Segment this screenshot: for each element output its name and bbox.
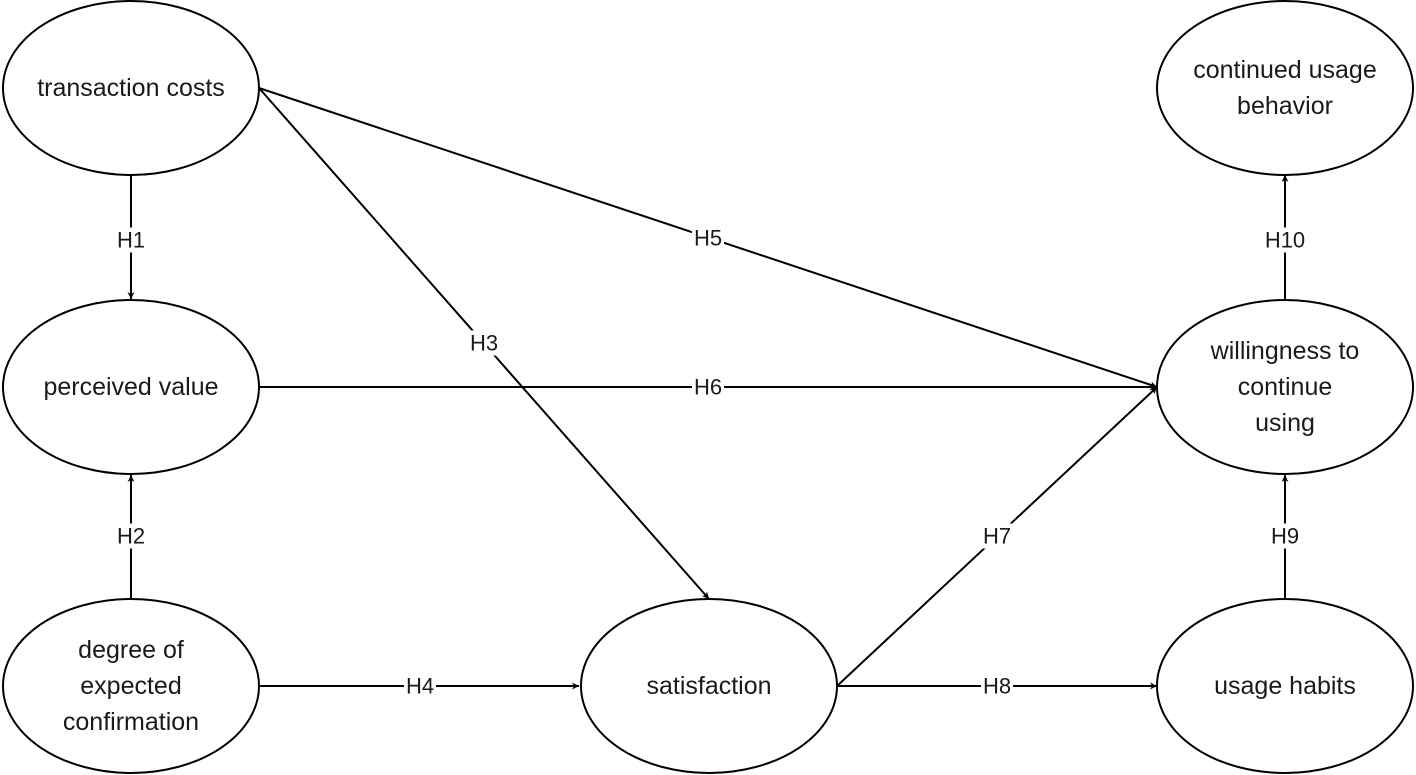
node-perceived-value: perceived value: [2, 299, 260, 475]
edge-h4: H4: [259, 673, 579, 699]
node-usage-habits: usage habits: [1156, 598, 1414, 774]
node-ellipse-satisfaction: [580, 598, 838, 774]
edge-h6: H6: [259, 374, 1157, 400]
edge-h8: H8: [837, 673, 1157, 699]
node-label-willingness-line-3: using: [1255, 409, 1315, 437]
node-label-expected-confirmation-line-2: expected: [80, 672, 181, 700]
edge-h10: H10: [1262, 175, 1308, 299]
node-label-willingness-line-1: willingness to: [1210, 337, 1360, 365]
node-ellipse-willingness: [1156, 299, 1414, 475]
edge-label-h5: H5: [694, 226, 722, 251]
edge-h9: H9: [1268, 475, 1302, 599]
edge-label-background-h3: [467, 330, 501, 356]
node-expected-confirmation: degree of expected confirmation: [2, 598, 260, 774]
node-label-satisfaction-line-1: satisfaction: [646, 672, 771, 700]
edge-label-background-h9: [1268, 523, 1302, 549]
node-ellipse-expected-confirmation: [2, 598, 260, 774]
node-ellipse-transaction-costs: [2, 0, 260, 176]
edge-h3: H3: [258, 87, 710, 600]
edge-label-h10: H10: [1265, 228, 1305, 253]
edge-label-h8: H8: [983, 674, 1011, 699]
edge-label-h3: H3: [470, 331, 498, 356]
node-label-expected-confirmation-line-1: degree of: [78, 636, 184, 664]
edge-label-h2: H2: [117, 524, 145, 549]
edge-label-h6: H6: [694, 375, 722, 400]
edge-label-background-h5: [691, 225, 725, 251]
node-continued-behavior: continued usage behavior: [1156, 0, 1414, 176]
node-label-transaction-costs-line-1: transaction costs: [37, 74, 225, 102]
node-ellipse-perceived-value: [2, 299, 260, 475]
edge-h1: H1: [114, 175, 148, 299]
node-willingness: willingness to continue using: [1156, 299, 1414, 475]
edge-h2: H2: [114, 475, 148, 599]
edge-label-background-h10: [1262, 227, 1308, 253]
edge-label-background-h4: [403, 673, 437, 699]
edge-label-h4: H4: [406, 674, 434, 699]
edge-label-background-h7: [980, 523, 1014, 549]
node-satisfaction: satisfaction: [580, 598, 838, 774]
node-label-usage-habits-line-1: usage habits: [1214, 672, 1356, 700]
edge-h7: H7: [836, 386, 1158, 687]
edge-label-h1: H1: [117, 228, 145, 253]
edge-h5: H5: [258, 87, 1158, 389]
node-ellipse-continued-behavior: [1156, 0, 1414, 176]
node-label-willingness-line-2: continue: [1238, 373, 1333, 401]
node-label-continued-behavior-line-2: behavior: [1237, 92, 1333, 120]
node-ellipse-usage-habits: [1156, 598, 1414, 774]
node-label-continued-behavior-line-1: continued usage: [1193, 56, 1376, 84]
edge-label-background-h6: [691, 374, 725, 400]
node-transaction-costs: transaction costs: [2, 0, 260, 176]
node-label-expected-confirmation-line-3: confirmation: [63, 708, 199, 736]
node-label-perceived-value-line-1: perceived value: [43, 373, 218, 401]
edge-label-background-h2: [114, 523, 148, 549]
edge-label-background-h8: [980, 673, 1014, 699]
edge-label-background-h1: [114, 227, 148, 253]
edge-label-h7: H7: [983, 524, 1011, 549]
edge-label-h9: H9: [1271, 524, 1299, 549]
